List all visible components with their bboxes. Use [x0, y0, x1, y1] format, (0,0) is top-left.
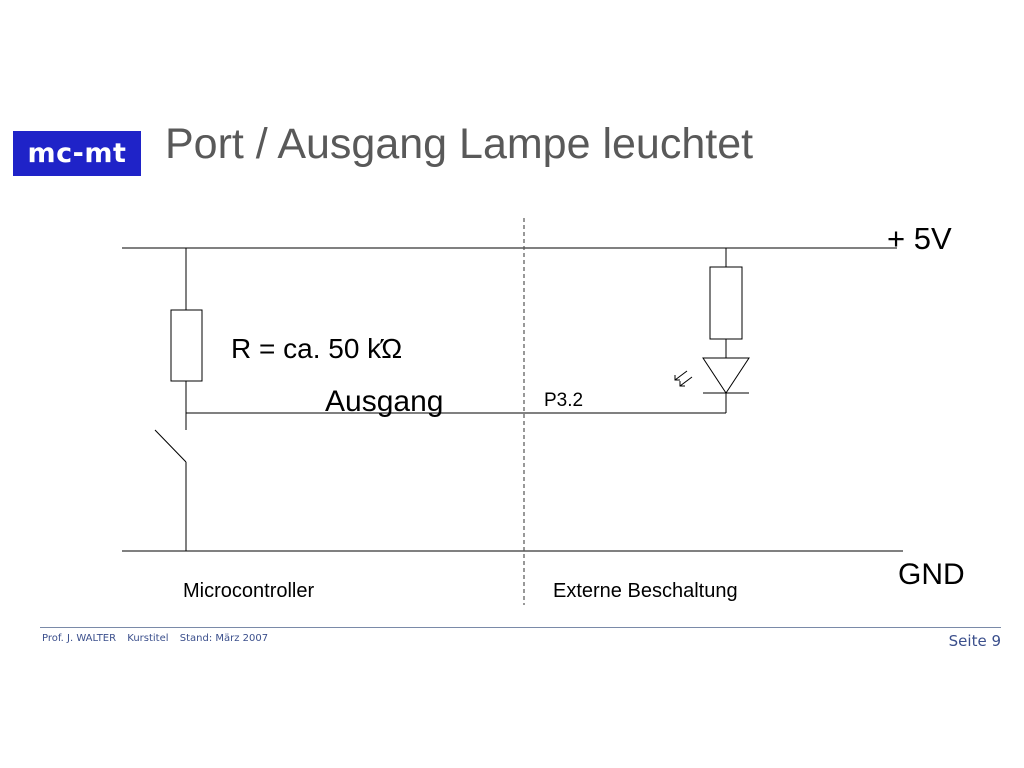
- circuit-diagram: [122, 218, 903, 605]
- slide-title: Port / Ausgang Lampe leuchtet: [165, 120, 754, 168]
- vcc-label: + 5V: [887, 221, 952, 256]
- led-triangle: [702, 357, 750, 394]
- port-label: P3.2: [544, 390, 584, 411]
- microcontroller-label: Microcontroller: [183, 580, 315, 602]
- series-resistor: [709, 266, 743, 340]
- logo: mc-mt: [13, 131, 141, 176]
- footer-course: Kurstitel: [127, 633, 169, 644]
- gnd-label: GND: [898, 558, 965, 591]
- footer-date: Stand: März 2007: [179, 633, 269, 644]
- resistor-label: R = ca. 50 kΏ: [231, 333, 403, 364]
- external-circuit-label: Externe Beschaltung: [553, 580, 738, 602]
- output-label: Ausgang: [325, 385, 444, 418]
- page-number: Seite 9: [948, 632, 1001, 650]
- footer-author: Prof. J. WALTER: [42, 633, 117, 644]
- switch-contact: [154, 429, 187, 463]
- footer-divider: [40, 627, 1001, 628]
- light-arrows-icon: [674, 370, 693, 387]
- footer-info: Prof. J. WALTER Kurstitel Stand: März 20…: [42, 633, 276, 644]
- pullup-resistor: [170, 309, 203, 382]
